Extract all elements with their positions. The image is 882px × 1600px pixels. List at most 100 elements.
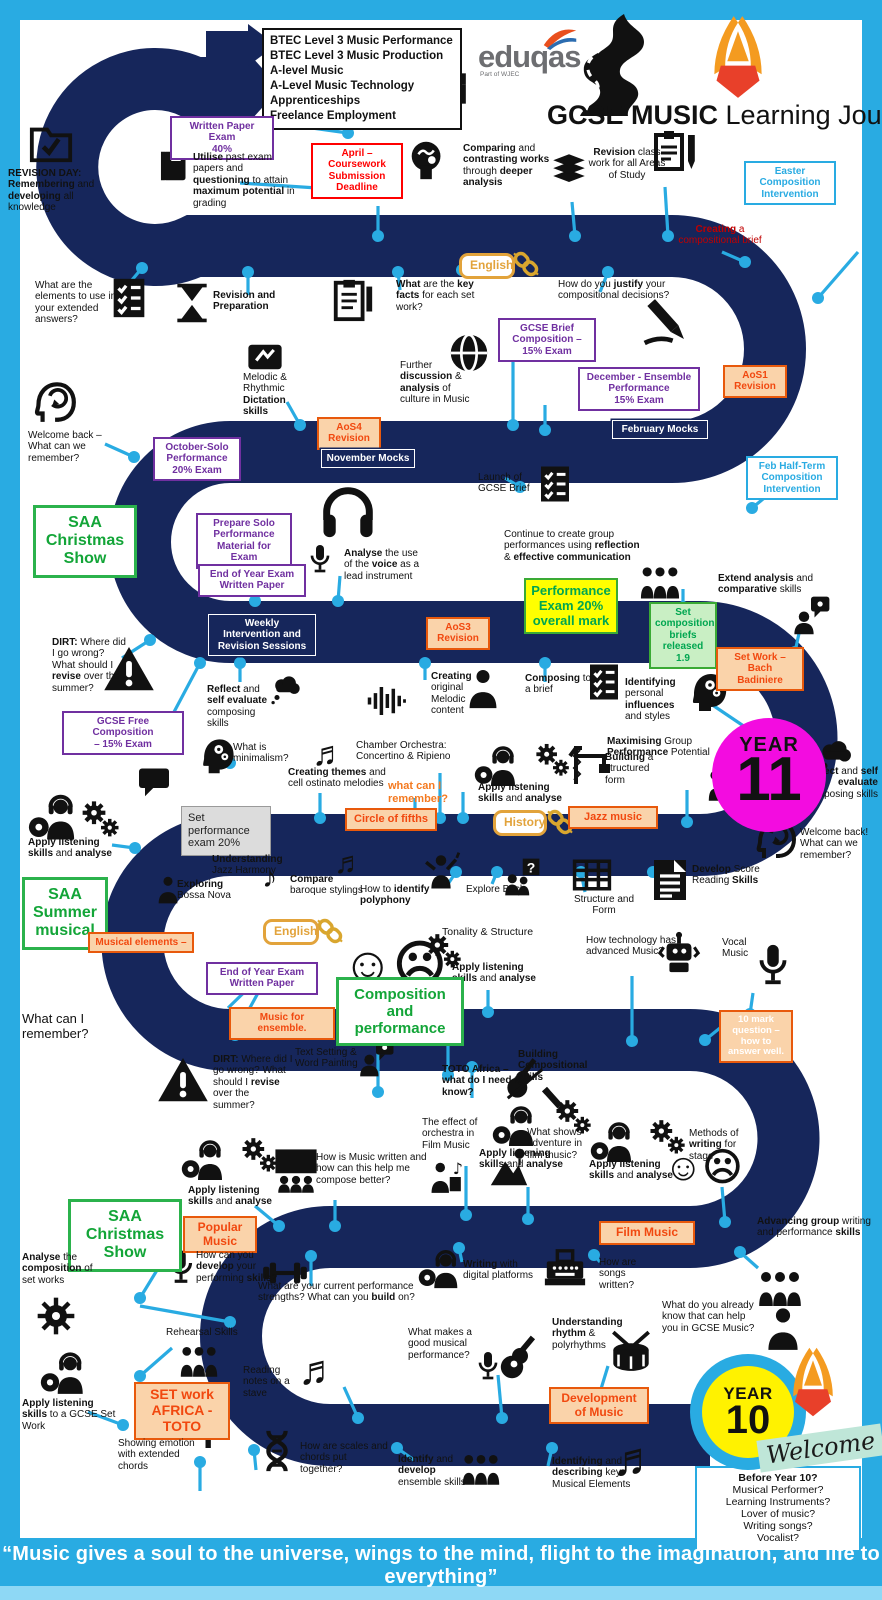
creating-themes-note: Creating themes and cell ostinato melodi… <box>288 767 386 790</box>
april-coursework-box: April – Coursework Submission Deadline <box>311 143 403 199</box>
music-notes-icon: ♬ <box>312 735 347 773</box>
saa-christmas-show-1: SAA Christmas Show <box>33 505 137 578</box>
person-icon <box>152 874 184 906</box>
headphones-icon <box>316 480 380 544</box>
music-notes-icon: ♬ <box>612 1433 659 1485</box>
archway-logo-small <box>793 1347 833 1417</box>
extended-answers-note: What are the elements to use in your ext… <box>35 280 117 326</box>
compare-baroque-note: Compare baroque stylings <box>290 874 363 897</box>
mic-icon <box>472 1350 504 1382</box>
svg-text:♪: ♪ <box>453 1159 463 1178</box>
aos4-revision-box: AoS4 Revision <box>317 417 381 450</box>
english-badge-1: English <box>459 253 515 279</box>
december-ensemble-box: December - Ensemble Performance 15% Exam <box>578 367 700 412</box>
link-icon <box>314 915 346 947</box>
saa-summer-musical: SAA Summer musical <box>22 877 108 950</box>
person-speech-icon <box>790 594 832 636</box>
violin-icon <box>502 1056 548 1102</box>
revision-class-note: Revision class work for all Areas of Stu… <box>588 147 666 181</box>
eduqas-logo-text: eduqas <box>478 39 582 74</box>
person-note-icon: ♪ <box>426 1158 464 1196</box>
jazz-music-box: Jazz music <box>568 806 658 829</box>
maximising-note: Maximising Group Performance Potential <box>607 736 710 759</box>
apply-listening-note-7: Apply listening skills to a GCSE Set Wor… <box>22 1398 116 1432</box>
people-icon <box>756 1264 804 1312</box>
gears-icon <box>80 797 122 839</box>
understanding-jazz-note: Understanding Jazz Harmony <box>212 854 283 877</box>
musical-elements-box: Musical elements – <box>88 932 194 954</box>
apply-listening-note-4: Apply listening skills and analyse <box>479 1148 563 1171</box>
prepare-solo-box: Prepare Solo Performance Material for Ex… <box>196 513 292 569</box>
gear-icon <box>34 1294 78 1338</box>
dj-listening-icon <box>474 742 522 790</box>
comparing-note: Comparing and contrasting works through … <box>463 143 550 189</box>
end-of-year-exam-box-2: End of Year Exam Written Paper <box>206 962 318 995</box>
document-icon <box>646 856 694 904</box>
toto-africa-note: TOTO Africa – what do I need to know? <box>442 1064 524 1098</box>
head-gears-icon <box>194 732 238 776</box>
folder-check-icon <box>28 120 74 166</box>
dictation-note: Melodic & Rhythmic Dictation skills <box>243 372 287 418</box>
dna-icon <box>254 1428 300 1474</box>
english-badge-2: English <box>263 919 319 945</box>
saa-christmas-show-2: SAA Christmas Show <box>68 1199 182 1272</box>
written-paper-exam-box: Written Paper Exam 40% <box>170 116 274 161</box>
page-title-bold: GCSE MUSIC <box>547 100 719 130</box>
welcome-back-2: Welcome back! What can we remember? <box>800 827 869 861</box>
dj-listening-icon <box>28 790 82 844</box>
february-mocks-box: February Mocks <box>612 420 708 440</box>
mic-icon <box>304 543 336 575</box>
clef-icon: ♬ <box>298 1347 340 1393</box>
creating-brief-note: Creating a compositional brief <box>678 224 762 247</box>
archway-logo <box>714 16 762 98</box>
drum-icon <box>606 1328 656 1378</box>
exit-options-box: BTEC Level 3 Music Performance BTEC Leve… <box>262 28 462 130</box>
end-of-year-exam-box-1: End of Year Exam Written Paper <box>198 564 306 597</box>
easter-intervention-box: Easter Composition Intervention <box>744 161 836 206</box>
year-10-label: YEAR <box>723 1384 773 1403</box>
mountain-icon <box>486 1146 532 1192</box>
identify-develop-note: Identify and develop ensemble skills <box>398 1454 466 1488</box>
polyphony-note: How to identify polyphony <box>360 884 430 907</box>
gears-icon <box>534 740 572 778</box>
apply-listening-note-3: Apply listening skills and analyse <box>452 962 536 985</box>
clipboard-pen-icon <box>652 127 700 175</box>
understanding-rhythm-note: Understanding rhythm & polyrhythms <box>552 1317 623 1351</box>
page-title: GCSE MUSIC Learning Journey <box>547 100 882 131</box>
dj-listening-icon <box>181 1136 229 1184</box>
gears-icon <box>424 930 464 970</box>
development-of-music-box: Development of Music <box>549 1387 649 1425</box>
describing-elements-note: Identifying and describing key Musical E… <box>552 1456 631 1490</box>
minimalism-note: What is minimalism? <box>233 742 289 765</box>
apply-listening-note-5: Apply listening skills and analyse <box>188 1185 272 1208</box>
extend-analysis-note: Extend analysis and comparative skills <box>718 573 814 596</box>
ten-mark-question-box: 10 mark question – how to answer well. <box>719 1010 793 1064</box>
music-note-icon: ♪ <box>262 860 278 894</box>
svg-text:?: ? <box>527 859 536 875</box>
rehearsal-skills-note: Rehearsal Skills <box>166 1327 238 1338</box>
group-performances-note: Continue to create group performances us… <box>504 529 640 563</box>
gcse-brief-composition-box: GCSE Brief Composition – 15% Exam <box>498 318 596 363</box>
already-know-note: What do you already know that can help y… <box>662 1300 755 1334</box>
gcse-free-composition-box: GCSE Free Composition – 15% Exam <box>62 711 184 756</box>
crane-icon <box>566 740 614 788</box>
history-badge: History <box>493 810 547 836</box>
eduqas-logo-subtext: Part of WJEC <box>480 70 520 78</box>
how-music-written-note: How is Music written and how can this he… <box>316 1152 427 1186</box>
extended-chords-note: Showing emotion with extended chords <box>118 1438 195 1472</box>
apply-listening-note-2: Apply listening skills and analyse <box>478 782 562 805</box>
reflect-note-1: Reflect and self evaluate composing skil… <box>207 684 268 730</box>
key-facts-note: What are the key facts for each set work… <box>396 279 475 313</box>
year-11-marker: YEAR 11 <box>712 718 826 832</box>
bossa-nova-note: Exploring Bossa Nova <box>177 879 231 902</box>
year-11-number: 11 <box>736 745 802 814</box>
gears-icon <box>648 1116 688 1156</box>
chamber-orchestra-note: Chamber Orchestra: Concertino & Ripieno <box>356 740 451 763</box>
gears-icon <box>240 1134 280 1174</box>
set-work-bach-box: Set Work – Bach Badiniere <box>716 647 804 692</box>
advancing-group-note: Advancing group writing and performance … <box>757 1216 871 1239</box>
performance-strengths-note: What are your current performance streng… <box>258 1281 415 1304</box>
building-form-note: Building a structured form <box>605 752 654 786</box>
justify-note: How do you justify your compositional de… <box>558 279 670 302</box>
